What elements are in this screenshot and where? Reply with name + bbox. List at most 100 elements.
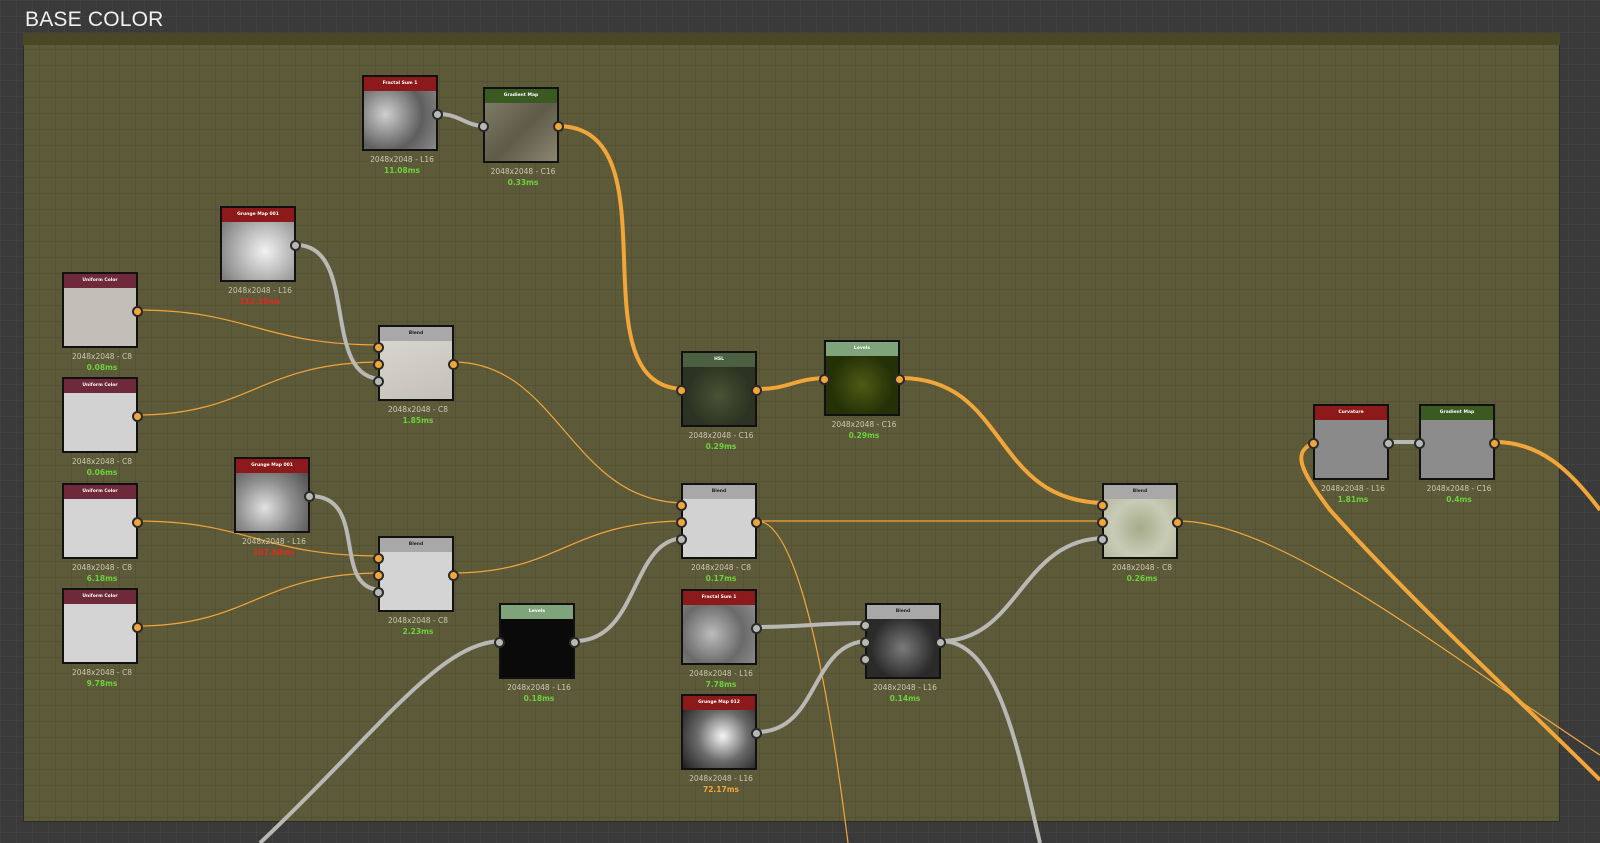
node-curvature[interactable]: Curvature 2048x2048 - L16 1.81ms [1308,404,1394,504]
node-time: 0.18ms [523,694,555,703]
output-port[interactable] [132,306,143,317]
output-port[interactable] [1489,438,1500,449]
node-title: Levels [826,342,898,356]
node-resolution: 2048x2048 - C8 [1111,563,1173,572]
output-port[interactable] [935,637,946,648]
node-resolution: 2048x2048 - C16 [688,431,754,440]
input-port-foreground[interactable] [676,500,687,511]
input-port[interactable] [676,385,687,396]
node-title: Grunge Map 012 [683,696,755,710]
input-port-background[interactable] [860,637,871,648]
node-blend-3[interactable]: Blend 2048x2048 - C8 0.17ms [676,483,762,583]
output-port[interactable] [304,491,315,502]
node-title: Blend [683,485,755,499]
input-port-foreground[interactable] [1097,500,1108,511]
node-blend-grayscale[interactable]: Blend 2048x2048 - L16 0.14ms [860,603,946,703]
input-port-foreground[interactable] [373,553,384,564]
node-resolution: 2048x2048 - L16 [689,669,753,678]
output-port[interactable] [132,411,143,422]
node-preview-grunge [683,710,755,768]
node-title: Uniform Color [64,590,136,604]
input-port-opacity[interactable] [373,376,384,387]
output-port[interactable] [1383,438,1394,449]
input-port-opacity[interactable] [373,587,384,598]
input-port-foreground[interactable] [373,342,384,353]
input-port[interactable] [1414,438,1425,449]
node-uniform-color-2[interactable]: Uniform Color 2048x2048 - C8 0.06ms [62,377,143,477]
node-title: Blend [1104,485,1176,499]
node-uniform-color-1[interactable]: Uniform Color 2048x2048 - C8 0.08ms [62,272,143,372]
node-preview-solid [64,288,136,346]
node-grunge-map-001-b[interactable]: Grunge Map 001 2048x2048 - L16 107.68ms [234,457,315,557]
node-title: Grunge Map 001 [222,208,294,222]
node-preview-blend [380,341,452,399]
input-port-opacity[interactable] [676,534,687,545]
node-resolution: 2048x2048 - C16 [831,420,897,429]
output-port[interactable] [751,728,762,739]
output-port[interactable] [432,109,443,120]
node-blend-2[interactable]: Blend 2048x2048 - C8 2.23ms [373,536,459,636]
input-port[interactable] [494,637,505,648]
output-port[interactable] [290,240,301,251]
node-title: Uniform Color [64,485,136,499]
input-port-opacity[interactable] [860,654,871,665]
output-port[interactable] [553,121,564,132]
node-fractal-sum-1-top[interactable]: Fractal Sum 1 2048x2048 - L16 11.08ms [362,75,443,175]
output-port[interactable] [448,359,459,370]
node-title: HSL [683,353,755,367]
input-port[interactable] [478,121,489,132]
node-uniform-color-4[interactable]: Uniform Color 2048x2048 - C8 9.78ms [62,588,143,688]
node-time: 0.29ms [705,442,737,451]
node-title: Levels [501,605,573,619]
node-preview-blend [867,619,939,677]
output-port[interactable] [751,385,762,396]
input-port-background[interactable] [373,359,384,370]
output-port[interactable] [751,517,762,528]
node-blend-1[interactable]: Blend 2048x2048 - C8 1.85ms [373,325,459,425]
node-gradient-map-top[interactable]: Gradient Map 2048x2048 - C16 0.33ms [478,87,564,187]
node-grunge-map-012[interactable]: Grunge Map 012 2048x2048 - L16 72.17ms [681,694,762,794]
output-port[interactable] [1172,517,1183,528]
node-title: Gradient Map [1421,406,1493,420]
output-port[interactable] [448,570,459,581]
output-port[interactable] [569,637,580,648]
output-port[interactable] [894,374,905,385]
node-time: 0.17ms [705,574,737,583]
node-time: 7.78ms [705,680,737,689]
node-preview-levels [501,619,573,677]
node-resolution: 2048x2048 - C8 [71,668,133,677]
node-uniform-color-3[interactable]: Uniform Color 2048x2048 - C8 6.18ms [62,483,143,583]
node-resolution: 2048x2048 - C8 [71,457,133,466]
node-resolution: 2048x2048 - C8 [387,405,449,414]
node-grunge-map-001-a[interactable]: Grunge Map 001 2048x2048 - L16 112.19ms [220,206,301,306]
node-resolution: 2048x2048 - L16 [689,774,753,783]
input-port-opacity[interactable] [1097,534,1108,545]
input-port-background[interactable] [676,517,687,528]
input-port[interactable] [1308,438,1319,449]
node-hsl[interactable]: HSL 2048x2048 - C16 0.29ms [676,351,762,451]
node-blend-final[interactable]: Blend 2048x2048 - C8 0.26ms [1097,483,1183,583]
frame-title[interactable]: BASE COLOR [25,8,164,31]
node-gradient-map-right[interactable]: Gradient Map 2048x2048 - C16 0.4ms [1414,404,1500,504]
node-preview-gradient [1421,420,1493,478]
input-port[interactable] [819,374,830,385]
node-title: Blend [867,605,939,619]
input-port-foreground[interactable] [860,620,871,631]
node-resolution: 2048x2048 - L16 [507,683,571,692]
node-levels-top[interactable]: Levels 2048x2048 - C16 0.29ms [819,340,905,440]
node-time: 107.68ms [253,548,295,557]
output-port[interactable] [751,623,762,634]
node-time: 9.78ms [86,679,118,688]
input-port-background[interactable] [1097,517,1108,528]
output-port[interactable] [132,517,143,528]
node-resolution: 2048x2048 - L16 [242,537,306,546]
output-port[interactable] [132,622,143,633]
node-fractal-sum-1-bottom[interactable]: Fractal Sum 1 2048x2048 - L16 7.78ms [681,589,762,689]
node-time: 0.33ms [507,178,539,187]
node-resolution: 2048x2048 - C8 [387,616,449,625]
node-title: Blend [380,327,452,341]
input-port-background[interactable] [373,570,384,581]
node-preview-grunge [236,473,308,531]
node-levels-bottom[interactable]: Levels 2048x2048 - L16 0.18ms [494,603,580,703]
frame-header-bar[interactable] [23,33,1560,45]
